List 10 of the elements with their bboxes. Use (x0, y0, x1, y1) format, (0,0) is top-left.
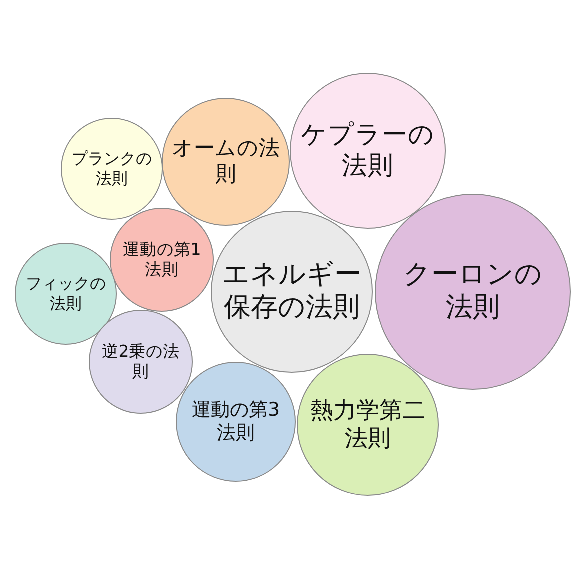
bubble-label: クーロンの法則 (402, 259, 544, 325)
bubble-label: 熱力学第二法則 (310, 396, 426, 454)
bubble-label: エネルギー保存の法則 (222, 259, 362, 325)
bubble-label: プランクの法則 (71, 149, 153, 189)
bubble-label: オームの法則 (171, 136, 281, 188)
bubble-label: 運動の第3法則 (190, 398, 282, 446)
bubble-label: 逆2乗の法則 (100, 342, 182, 382)
bubble-label: ケプラーの法則 (300, 120, 436, 182)
bubble-label: 運動の第1法則 (122, 240, 202, 280)
bubble-label: フィックの法則 (25, 274, 107, 314)
